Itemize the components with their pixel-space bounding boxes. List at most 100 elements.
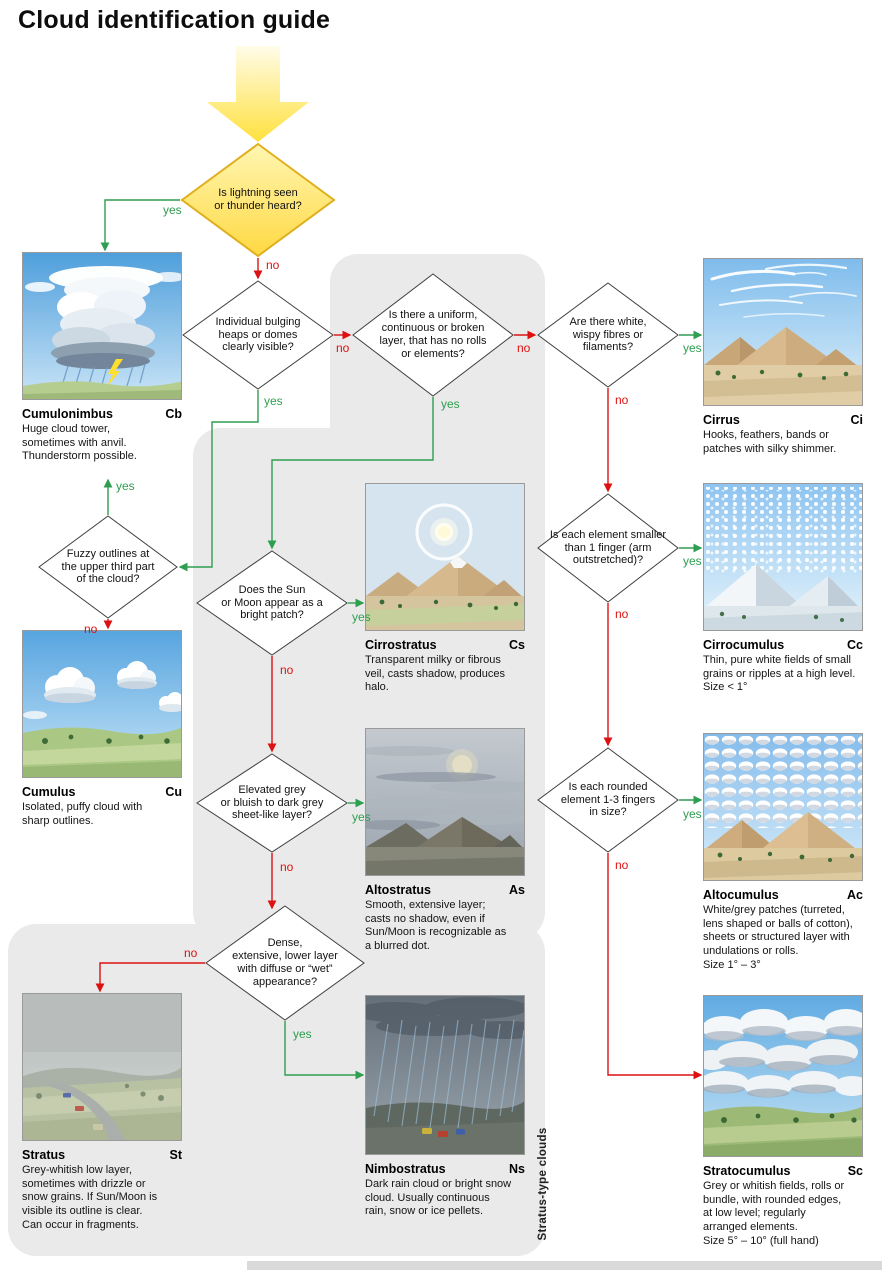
label-yes: yes bbox=[163, 203, 182, 217]
diamond-shape bbox=[196, 753, 348, 853]
decision-text: Elevated grey or bluish to dark grey she… bbox=[220, 783, 324, 822]
label-yes: yes bbox=[441, 397, 460, 411]
diamond-shape bbox=[352, 273, 514, 397]
label-yes: yes bbox=[683, 554, 702, 568]
cirrocumulus-card: Cirrocumulus Cc Thin, pure white fields o… bbox=[703, 483, 863, 695]
nimbostratus-card: Nimbostratus Ns Dark rain cloud or bright… bbox=[365, 995, 525, 1219]
cirrus-image bbox=[703, 258, 863, 406]
cumulus-illustration bbox=[23, 631, 181, 777]
label-yes: yes bbox=[264, 394, 283, 408]
nimbostratus-image bbox=[365, 995, 525, 1155]
label-yes: yes bbox=[683, 807, 702, 821]
stratus-region-label: Stratus-type clouds bbox=[537, 1127, 549, 1241]
label-yes: yes bbox=[116, 479, 135, 493]
decision-small-element: Is each element smaller than 1 finger (a… bbox=[537, 493, 679, 603]
label-yes: yes bbox=[683, 341, 702, 355]
cloud-abbr: St bbox=[169, 1148, 183, 1162]
stratus-image bbox=[22, 993, 182, 1141]
decision-uniform-layer: Is there a uniform, continuous or broken… bbox=[352, 273, 514, 397]
altostratus-illustration bbox=[366, 729, 524, 875]
decision-text: Dense, extensive, lower layer with diffu… bbox=[232, 937, 338, 988]
stratocumulus-illustration bbox=[704, 996, 862, 1156]
decision-bright-patch: Does the Sun or Moon appear as a bright … bbox=[196, 550, 348, 656]
cirrostratus-image bbox=[365, 483, 525, 631]
cirrocumulus-image bbox=[703, 483, 863, 631]
cloud-name: Altocumulus bbox=[703, 888, 779, 902]
cumulonimbus-image bbox=[22, 252, 182, 400]
cirrus-card: Cirrus Ci Hooks, feathers, bands or patch… bbox=[703, 258, 863, 456]
diamond-shape bbox=[205, 905, 365, 1021]
decision-text: Is each element smaller than 1 finger (a… bbox=[549, 528, 667, 567]
stratocumulus-card: Stratocumulus Sc Grey or whitish fields, … bbox=[703, 995, 863, 1248]
nimbostratus-illustration bbox=[366, 996, 524, 1154]
cloud-desc: Transparent milky or fibrous veil, casts… bbox=[365, 654, 506, 694]
label-no: no bbox=[280, 663, 294, 677]
cloud-abbr: Cc bbox=[847, 638, 863, 652]
cloud-abbr: As bbox=[509, 883, 525, 897]
label-no: no bbox=[280, 860, 294, 874]
decision-text: Is lightning seen or thunder heard? bbox=[214, 187, 302, 212]
decision-text: Is each rounded element 1-3 fingers in s… bbox=[560, 780, 656, 819]
altostratus-image bbox=[365, 728, 525, 876]
stratocumulus-image bbox=[703, 995, 863, 1157]
cloud-desc: Dark rain cloud or bright snow cloud. Us… bbox=[365, 1178, 512, 1218]
cloud-abbr: Cb bbox=[165, 407, 182, 421]
cumulonimbus-illustration bbox=[23, 253, 181, 399]
cloud-name: Cumulus bbox=[22, 785, 76, 799]
label-no: no bbox=[336, 341, 350, 355]
altocumulus-image bbox=[703, 733, 863, 881]
label-no: no bbox=[615, 393, 629, 407]
label-yes: yes bbox=[352, 810, 371, 824]
label-no: no bbox=[615, 858, 629, 872]
cloud-name: Stratocumulus bbox=[703, 1164, 791, 1178]
decision-heaps: Individual bulging heaps or domes clearl… bbox=[182, 280, 334, 390]
diamond-shape bbox=[537, 493, 679, 603]
cloud-abbr: Ns bbox=[509, 1162, 525, 1176]
cloud-name: Cirrocumulus bbox=[703, 638, 785, 652]
decision-rounded-element: Is each rounded element 1-3 fingers in s… bbox=[537, 747, 679, 853]
decision-lightning: Is lightning seen or thunder heard? bbox=[180, 142, 336, 258]
label-no: no bbox=[615, 607, 629, 621]
cirrostratus-illustration bbox=[366, 484, 524, 630]
cloud-abbr: Ci bbox=[850, 413, 864, 427]
cumulus-image bbox=[22, 630, 182, 778]
decision-text: Does the Sun or Moon appear as a bright … bbox=[221, 583, 323, 622]
cloud-abbr: Ac bbox=[847, 888, 863, 902]
bottom-strip bbox=[247, 1261, 882, 1270]
diamond-shape bbox=[182, 280, 334, 390]
cloud-abbr: Cs bbox=[509, 638, 525, 652]
cloud-desc: Hooks, feathers, bands or patches with s… bbox=[703, 429, 837, 455]
altocumulus-illustration bbox=[704, 734, 862, 880]
cloud-abbr: Sc bbox=[847, 1164, 863, 1178]
cloud-desc: White/grey patches (turreted, lens shape… bbox=[703, 904, 853, 971]
label-no: no bbox=[517, 341, 531, 355]
cloud-desc: Smooth, extensive layer; casts no shadow… bbox=[365, 899, 507, 952]
cirrus-illustration bbox=[704, 259, 862, 405]
decision-elevated-grey: Elevated grey or bluish to dark grey she… bbox=[196, 753, 348, 853]
cloud-desc: Grey or whitish fields, rolls or bundle,… bbox=[703, 1180, 845, 1247]
altostratus-card: Altostratus As Smooth, extensive layer; c… bbox=[365, 728, 525, 954]
label-yes: yes bbox=[293, 1027, 312, 1041]
label-no: no bbox=[266, 258, 280, 272]
altocumulus-card: Altocumulus Ac White/grey patches (turret… bbox=[703, 733, 863, 972]
cloud-name: Cirrus bbox=[703, 413, 740, 427]
cloud-desc: Huge cloud tower, sometimes with anvil. … bbox=[22, 423, 137, 463]
cloud-name: Nimbostratus bbox=[365, 1162, 446, 1176]
cloud-name: Altostratus bbox=[365, 883, 431, 897]
decision-wispy: Are there white, wispy fibres or filamen… bbox=[537, 282, 679, 388]
diamond-shape bbox=[38, 515, 178, 619]
decision-text: Fuzzy outlines at the upper third part o… bbox=[61, 547, 155, 586]
label-no: no bbox=[84, 622, 98, 636]
decision-text: Individual bulging heaps or domes clearl… bbox=[215, 315, 301, 354]
diamond-shape bbox=[180, 142, 336, 258]
diamond-shape bbox=[196, 550, 348, 656]
cloud-desc: Thin, pure white fields of small grains … bbox=[703, 654, 856, 694]
page-title: Cloud identification guide bbox=[18, 6, 331, 34]
cloud-desc: Grey-whitish low layer, sometimes with d… bbox=[22, 1164, 158, 1231]
stratus-illustration bbox=[23, 994, 181, 1140]
